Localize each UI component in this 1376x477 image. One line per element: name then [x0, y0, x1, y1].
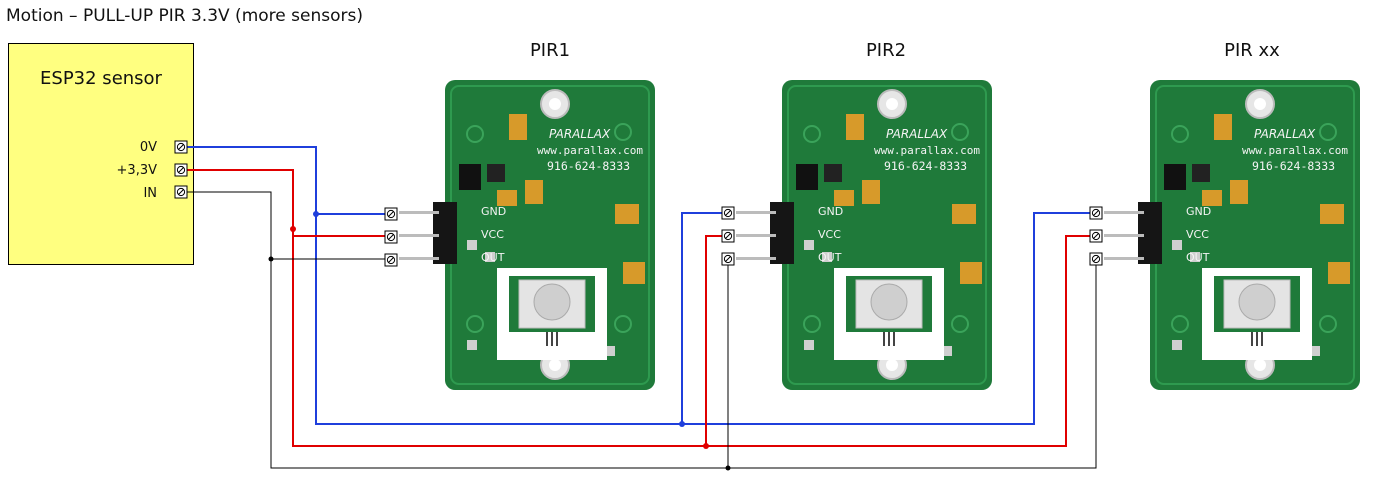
- pirxx-board: [1103, 79, 1361, 391]
- signal-wires: [187, 191, 1097, 469]
- junction-dot: [290, 226, 296, 232]
- pir2-terminal-gnd: [721, 206, 735, 220]
- pir2-terminal-vcc: [721, 229, 735, 243]
- junction-dot: [268, 256, 274, 262]
- pir2-label: PIR2: [865, 40, 907, 61]
- gnd-wires: [187, 146, 1096, 425]
- pir2-board: [735, 79, 993, 391]
- pir2-terminal-out: [721, 252, 735, 266]
- esp32-sensor-box: ESP32 sensor 0V +3,3V IN: [8, 43, 194, 265]
- diagram-title: Motion – PULL-UP PIR 3.3V (more sensors): [6, 6, 363, 26]
- esp-pin-0v-label: 0V: [139, 140, 157, 155]
- pir1-terminal-gnd: [384, 207, 398, 221]
- pirxx-terminal-vcc: [1089, 229, 1103, 243]
- pir1-terminal-vcc: [384, 230, 398, 244]
- pir1-terminal-out: [384, 253, 398, 267]
- pir1-label: PIR1: [529, 40, 571, 61]
- esp-terminal-0v: [174, 140, 188, 154]
- esp32-label: ESP32 sensor: [40, 68, 162, 89]
- esp-pin-3v3-label: +3,3V: [116, 163, 157, 178]
- pirxx-terminal-gnd: [1089, 206, 1103, 220]
- pir1-board: [398, 79, 656, 391]
- pirxx-label: PIR xx: [1224, 40, 1280, 61]
- junction-dot: [313, 211, 319, 217]
- esp-terminal-3v3: [174, 163, 188, 177]
- vcc-wires: [187, 169, 1096, 447]
- pirxx-terminal-out: [1089, 252, 1103, 266]
- esp-terminal-in: [174, 185, 188, 199]
- junction-dot: [679, 421, 685, 427]
- junction-dot: [725, 465, 731, 471]
- junction-dot: [703, 443, 709, 449]
- esp-pin-in-label: IN: [143, 186, 157, 201]
